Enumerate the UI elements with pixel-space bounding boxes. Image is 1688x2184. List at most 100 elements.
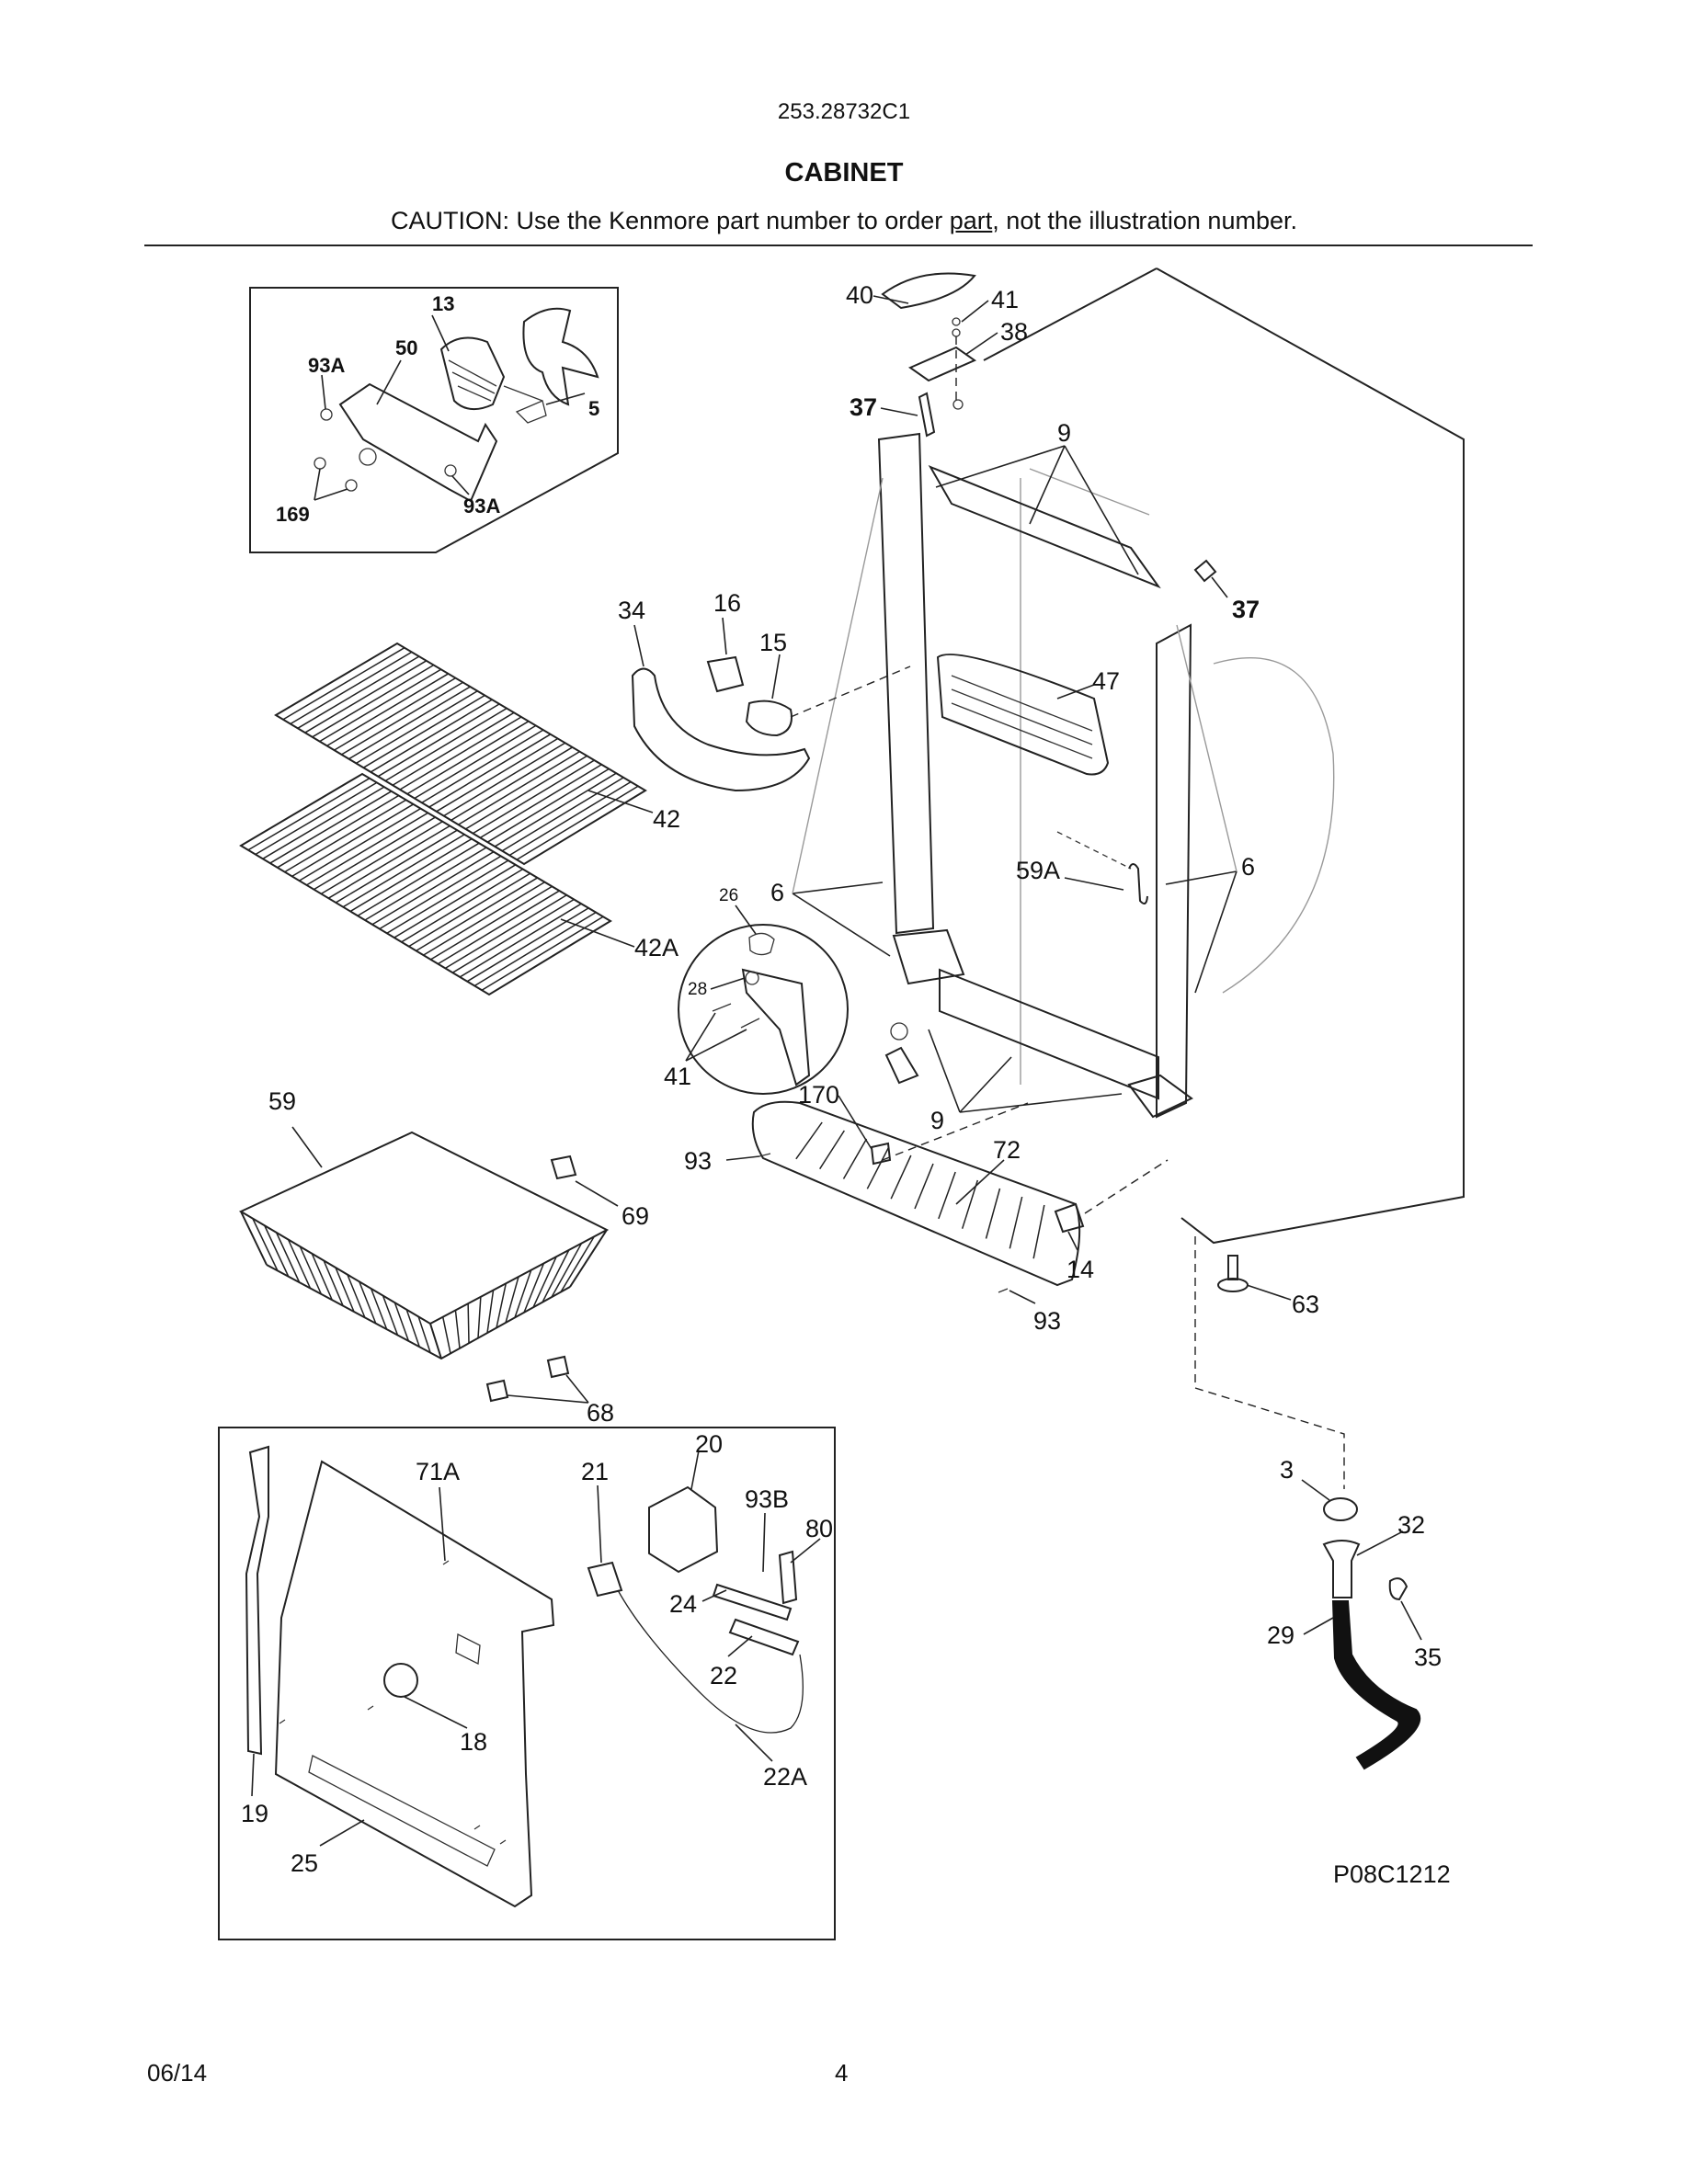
bottom-hinge-circle [678,924,849,1095]
hinge-bushing-26 [748,932,775,956]
caution-text: CAUTION: Use the Kenmore part number to … [391,207,950,234]
bulb-dash [790,665,911,718]
shelf-wire [408,872,531,948]
leader-72 [955,1159,1005,1205]
callout-21: 21 [581,1458,609,1485]
callout-26: 26 [719,886,738,905]
leader-13 [431,314,450,352]
basket-wire [441,1316,451,1354]
leader-21 [597,1484,602,1564]
right-liner-trim [1156,623,1192,1119]
callout-9-bottom: 9 [930,1107,944,1134]
shelf-wire [438,890,560,965]
basket-wire [417,1316,431,1353]
basket-wire [311,1253,333,1301]
shelf-wire [428,734,552,808]
callout-9-top: 9 [1057,419,1071,447]
bracket-80 [778,1550,798,1605]
callout-40: 40 [846,281,873,309]
light-bulb-15 [745,700,793,737]
callout-169: 169 [276,503,310,526]
shelf-wire [255,781,378,856]
grille-slot [1009,1196,1023,1249]
leader-40 [873,295,909,304]
light-assembly: 34 16 15 [618,589,911,792]
basket-59: 59 69 68 [238,1087,649,1427]
footer-date: 06/14 [147,2059,208,2087]
plug-18 [383,1663,418,1698]
figure-id: P08C1212 [1333,1860,1451,1888]
shelf-wire [349,837,473,913]
leader-47 [1056,684,1095,700]
callout-93-b: 93 [1033,1307,1061,1335]
basket-wire [405,1309,420,1348]
callout-6-left: 6 [770,879,784,906]
leader-37-top [880,407,918,416]
heater-22 [728,1618,800,1656]
leader-41-mid [685,1012,747,1062]
shelf-wire [277,794,400,869]
shelf-42A: 42A [239,772,679,996]
callout-41-top: 41 [991,286,1019,313]
shelf-42A-wires [247,778,604,991]
shelf-wire [401,868,524,943]
leader-22A [735,1723,773,1762]
shelf-wire [501,777,624,852]
leader-169 [314,468,348,501]
leader-68 [507,1374,589,1404]
callout-41-mid: 41 [664,1063,691,1090]
shelf-42: 42 [274,642,680,866]
callout-170: 170 [798,1081,839,1109]
shelf-wire [312,664,435,738]
model-number: 253.28732C1 [777,99,911,124]
hook-59A [1128,863,1148,905]
basket-wire [551,1243,583,1298]
caution-text-end: , not the illustration number. [992,207,1297,234]
back-panel-inset-frame [218,1427,836,1940]
shelf-wire [494,772,617,847]
drain-dash [1194,1236,1345,1489]
shelf-wire [362,694,485,768]
basket-wire [467,1303,470,1344]
bracket-hole [359,448,377,466]
basket-wire [347,1274,366,1318]
shelf-wire [319,668,442,743]
basket-wire [454,1310,461,1348]
leader-93-b [1009,1290,1036,1304]
shelf-wire [414,724,537,800]
top-hinge-assembly: 40 41 38 37 [846,272,1028,438]
callout-20: 20 [695,1430,723,1458]
leader-34 [633,624,644,667]
shelf-wire [486,768,610,843]
leader-29 [1303,1617,1334,1635]
shelf-wire [299,808,421,882]
leader-26 [735,904,757,935]
leader-16 [722,617,727,655]
leader-6-left [792,882,891,957]
basket-wire [275,1232,301,1283]
screw-169-a [314,457,326,470]
callout-50: 50 [395,336,417,359]
leader-59A [1064,877,1124,891]
screw-169-b [345,479,358,492]
leader-50 [376,359,402,405]
callout-42A: 42A [634,934,679,961]
basket-wire [335,1267,355,1313]
top-hinge-38 [907,346,977,382]
grille-slot [985,1188,1001,1239]
shelf-wire [384,707,508,782]
light-shield-47 [936,654,1110,776]
toe-grille-slots [795,1121,1045,1259]
basket-wire [496,1283,508,1328]
bottom-hinge-bracket [741,968,811,1086]
drain-plug-3 [1323,1497,1358,1521]
leg-stem [1227,1255,1238,1280]
callout-29: 29 [1267,1621,1295,1649]
shelf-wire [291,803,414,877]
basket-wire [486,1290,495,1334]
shelf-wire [297,655,420,729]
callout-19: 19 [241,1800,268,1827]
liner-back-edges [1020,468,1150,1085]
callout-37-top: 37 [850,393,877,421]
wire-harness-22A [617,1589,804,1734]
